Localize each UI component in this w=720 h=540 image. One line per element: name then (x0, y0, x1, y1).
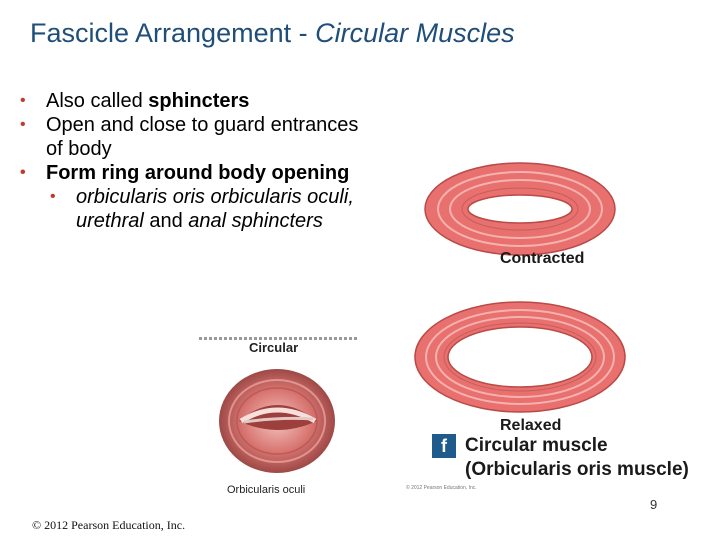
bullet-marker: • (20, 116, 26, 133)
orbicularis-oris-subtitle: (Orbicularis oris muscle) (465, 459, 689, 480)
bullet-item: • Open and close to guard entrances of b… (20, 113, 380, 161)
slide-title: Fascicle Arrangement - Circular Muscles (30, 18, 515, 49)
bullet-marker: • (20, 92, 26, 109)
sub-bullet-marker: • (50, 188, 56, 205)
bullet-bold-text: sphincters (148, 90, 250, 112)
sub-bullet-normal: and (143, 210, 189, 232)
figure-caption: Orbicularis oculi (227, 484, 306, 496)
relaxed-muscle-ring (414, 301, 626, 413)
bullet-marker: • (20, 164, 26, 181)
bullet-text: Open and close to guard entrances of bod… (46, 114, 359, 160)
sub-bullet-italic-2: anal sphincters (188, 210, 323, 232)
title-italic: Circular Muscles (315, 18, 515, 48)
figure-credit: © 2012 Pearson Education, Inc. (406, 485, 477, 491)
bullet-text: Form ring around body opening (46, 162, 350, 184)
sub-bullet-italic-1: orbicularis oris orbicularis oculi, uret… (76, 186, 354, 232)
orbicularis-oculi-figure: Circular Orbicularis oculi (195, 333, 365, 498)
bullet-text: Also called (46, 90, 149, 112)
page-number: 9 (650, 497, 658, 512)
contracted-label: Contracted (500, 250, 585, 267)
bullet-item: • Form ring around body opening (20, 161, 380, 185)
contracted-muscle-ring (424, 162, 616, 256)
figure-header-rule (199, 337, 357, 340)
orbicularis-oculi-illustration (219, 369, 335, 473)
title-main: Fascicle Arrangement - (30, 18, 316, 48)
figure-header-label: Circular (249, 340, 299, 355)
panel-letter-badge: f (432, 434, 456, 458)
circular-muscle-title: Circular muscle (465, 435, 608, 456)
relaxed-label: Relaxed (500, 417, 562, 434)
bullet-item: • Also called sphincters (20, 89, 380, 113)
copyright-notice: © 2012 Pearson Education, Inc. (32, 518, 186, 532)
sub-bullet-item: • orbicularis oris orbicularis oculi, ur… (50, 185, 380, 233)
bullet-list: • Also called sphincters • Open and clos… (20, 89, 380, 233)
